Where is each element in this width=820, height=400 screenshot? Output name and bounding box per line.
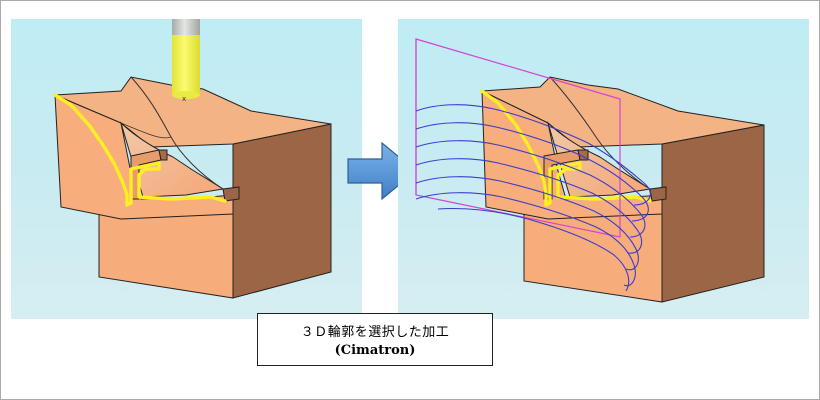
toolpath-pass-3 [415,140,646,238]
toolpath-passes [415,104,651,292]
tool-holder [172,19,200,35]
selected-contour [53,93,227,207]
viewport-contour-selection: x [11,19,362,319]
ramp-fold-line [120,122,172,139]
tool-cutter [172,35,200,95]
tool-center-mark: x [182,95,186,103]
toolpath-pass-6 [415,192,636,287]
base-block-front [98,208,234,299]
main-block-front [54,94,234,220]
part-model-with-toolpath [415,38,765,303]
caption-title: ３Ｄ輪郭を選択した加工 [300,325,450,340]
toolpath-pass-1 [415,104,651,206]
tool-tip [172,91,200,99]
part-model-with-tool: x [53,19,332,299]
toolpath-pass-4 [415,158,643,254]
toolpath-pass-5 [415,176,639,271]
figure-caption: ３Ｄ輪郭を選択した加工 (Cimatron) [257,313,493,366]
caption-software: (Cimatron) [334,343,416,358]
selected-contour [480,89,652,207]
step-notch-face [158,149,168,161]
base-block-front [523,208,663,303]
slot-end [222,186,240,202]
slot-end [649,186,667,202]
main-block-front [481,90,663,220]
toolpath-pass-7 [437,207,630,292]
main-block-side [232,123,332,299]
main-block-side [661,124,765,303]
toolpath-pass-2 [415,122,649,222]
ramp-curve-top [549,76,651,190]
viewport-toolpath [398,19,809,319]
ramp-surface [546,121,652,198]
